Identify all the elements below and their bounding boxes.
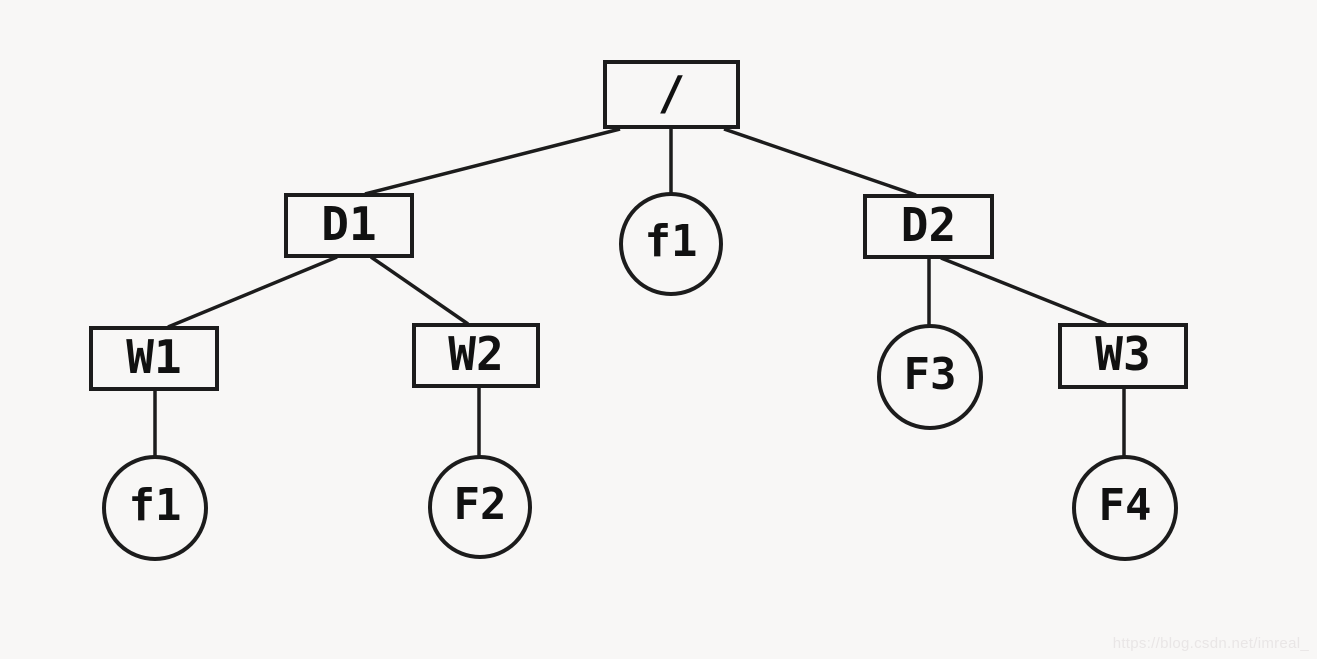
node-w1: W1 [89,326,219,391]
node-w2-label: W2 [448,326,504,381]
node-d2-label: D2 [900,197,957,252]
node-root-label: / [657,65,686,120]
node-w2: W2 [412,323,540,388]
node-f2-label: F2 [453,479,507,530]
node-f4: F4 [1072,455,1178,561]
node-f1-under-root: f1 [619,192,723,296]
node-f1-under-root-label: f1 [644,216,698,267]
edge-root-d1 [364,127,621,196]
node-w3: W3 [1058,323,1188,389]
node-d1-label: D1 [321,196,377,251]
node-f2: F2 [428,455,532,559]
node-d1: D1 [284,193,414,258]
node-f3: F3 [877,324,983,430]
edge-d2-w3 [940,256,1107,326]
node-w3-label: W3 [1095,327,1151,381]
node-w1-label: W1 [126,329,182,384]
node-f3-label: F3 [903,349,957,400]
node-f4-label: F4 [1098,480,1152,531]
node-root: / [603,60,740,129]
edge-root-d2 [723,127,917,197]
edge-d1-w2 [370,255,469,326]
edge-d1-w1 [167,255,338,329]
node-d2: D2 [863,194,994,259]
watermark: https://blog.csdn.net/imreal_ [1112,635,1309,652]
node-f1-under-w1-label: f1 [128,480,182,531]
node-f1-under-w1: f1 [102,455,208,561]
